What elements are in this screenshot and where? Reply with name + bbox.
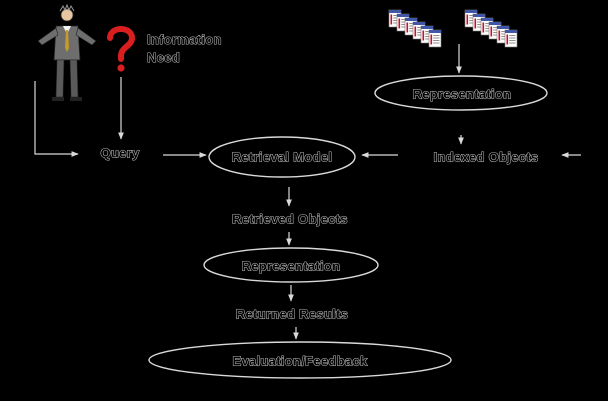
retrieval-model-ellipse [208, 136, 356, 178]
retrieval-model-label: Retrieval Model [231, 149, 333, 165]
information-need-label: Information Need [147, 31, 222, 67]
evaluation-feedback-ellipse [148, 341, 452, 379]
connector-person-to-query [34, 81, 79, 157]
businessman-icon [37, 3, 97, 101]
indexed-objects-label: Indexed Objects [433, 149, 539, 165]
evaluation-feedback-label: Evaluation/Feedback [232, 353, 368, 369]
information-need-line1: Information [147, 32, 222, 48]
information-need-line2: Need [147, 50, 180, 66]
question-mark-icon [107, 26, 136, 72]
document-stack-icon-right [464, 9, 518, 48]
representation-top-ellipse [374, 75, 548, 111]
document-stack-icon-left [388, 9, 442, 48]
retrieved-objects-label: Retrieved Objects [232, 211, 348, 227]
query-label: Query [100, 145, 140, 161]
representation-bottom-ellipse [203, 247, 379, 283]
representation-bottom-label: Representation [241, 258, 341, 274]
representation-top-label: Representation [412, 86, 512, 102]
returned-results-label: Returned Results [235, 306, 349, 322]
